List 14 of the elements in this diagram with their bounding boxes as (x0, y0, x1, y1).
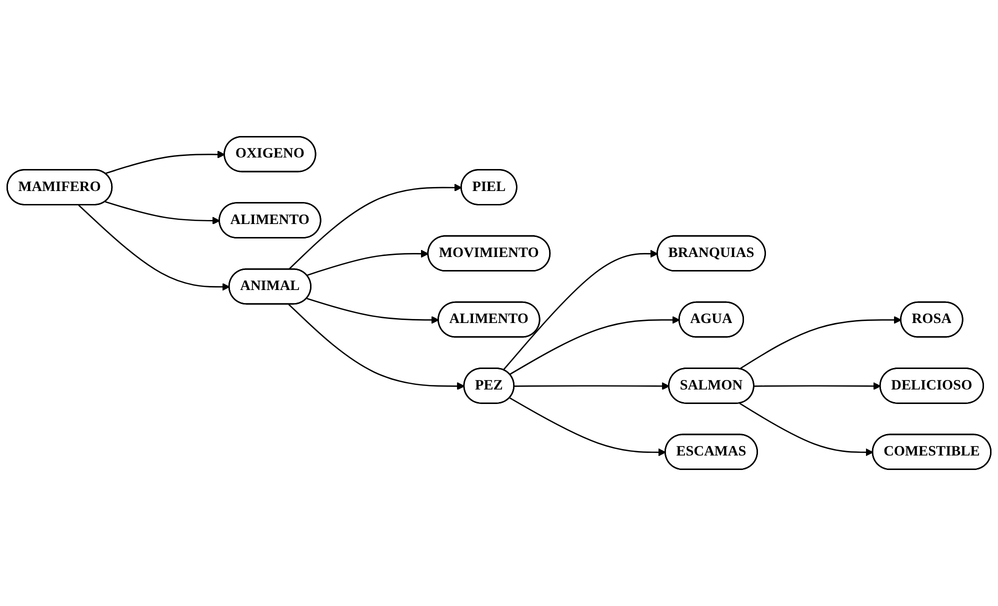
arrow (739, 316, 902, 370)
arrow (78, 204, 230, 291)
arrow (754, 382, 881, 390)
arrow (514, 382, 670, 390)
arrow (502, 250, 658, 370)
arrow (288, 304, 465, 390)
arrow (288, 184, 462, 270)
arrow (509, 316, 680, 375)
arrow (104, 150, 226, 174)
arrow (306, 298, 440, 324)
arrow (105, 201, 220, 225)
arrow (509, 397, 666, 456)
arrow (306, 250, 429, 276)
arrow (739, 402, 874, 456)
